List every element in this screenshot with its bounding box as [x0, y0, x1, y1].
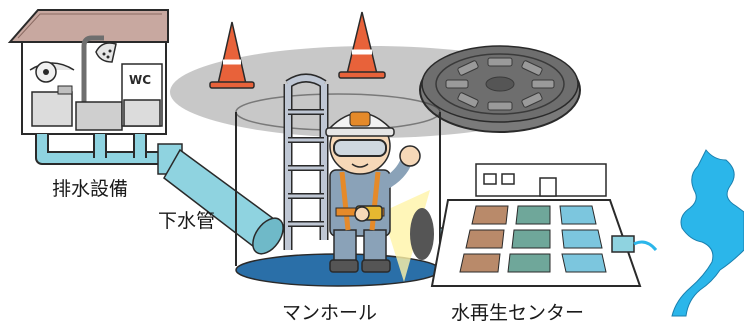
house-drainage-facility	[7, 9, 169, 135]
manhole-lid	[419, 45, 581, 133]
wc-sign: WC	[129, 73, 151, 87]
sewer-pipe	[163, 148, 284, 255]
traffic-cone-left	[209, 21, 255, 89]
shower-head-icon	[95, 42, 117, 63]
ladder	[283, 73, 329, 250]
label-manhole: マンホール	[282, 302, 378, 324]
label-sewer-pipe: 下水管	[158, 210, 216, 232]
river	[671, 149, 744, 317]
label-water-reclamation-center: 水再生センター	[451, 302, 585, 324]
drainage-pipes	[35, 134, 183, 175]
sewer-worker	[325, 111, 421, 273]
label-drainage-facility: 排水設備	[52, 178, 129, 200]
beam-spot	[410, 208, 434, 260]
water-reclamation-center	[430, 163, 658, 287]
traffic-cone-right	[338, 11, 386, 79]
